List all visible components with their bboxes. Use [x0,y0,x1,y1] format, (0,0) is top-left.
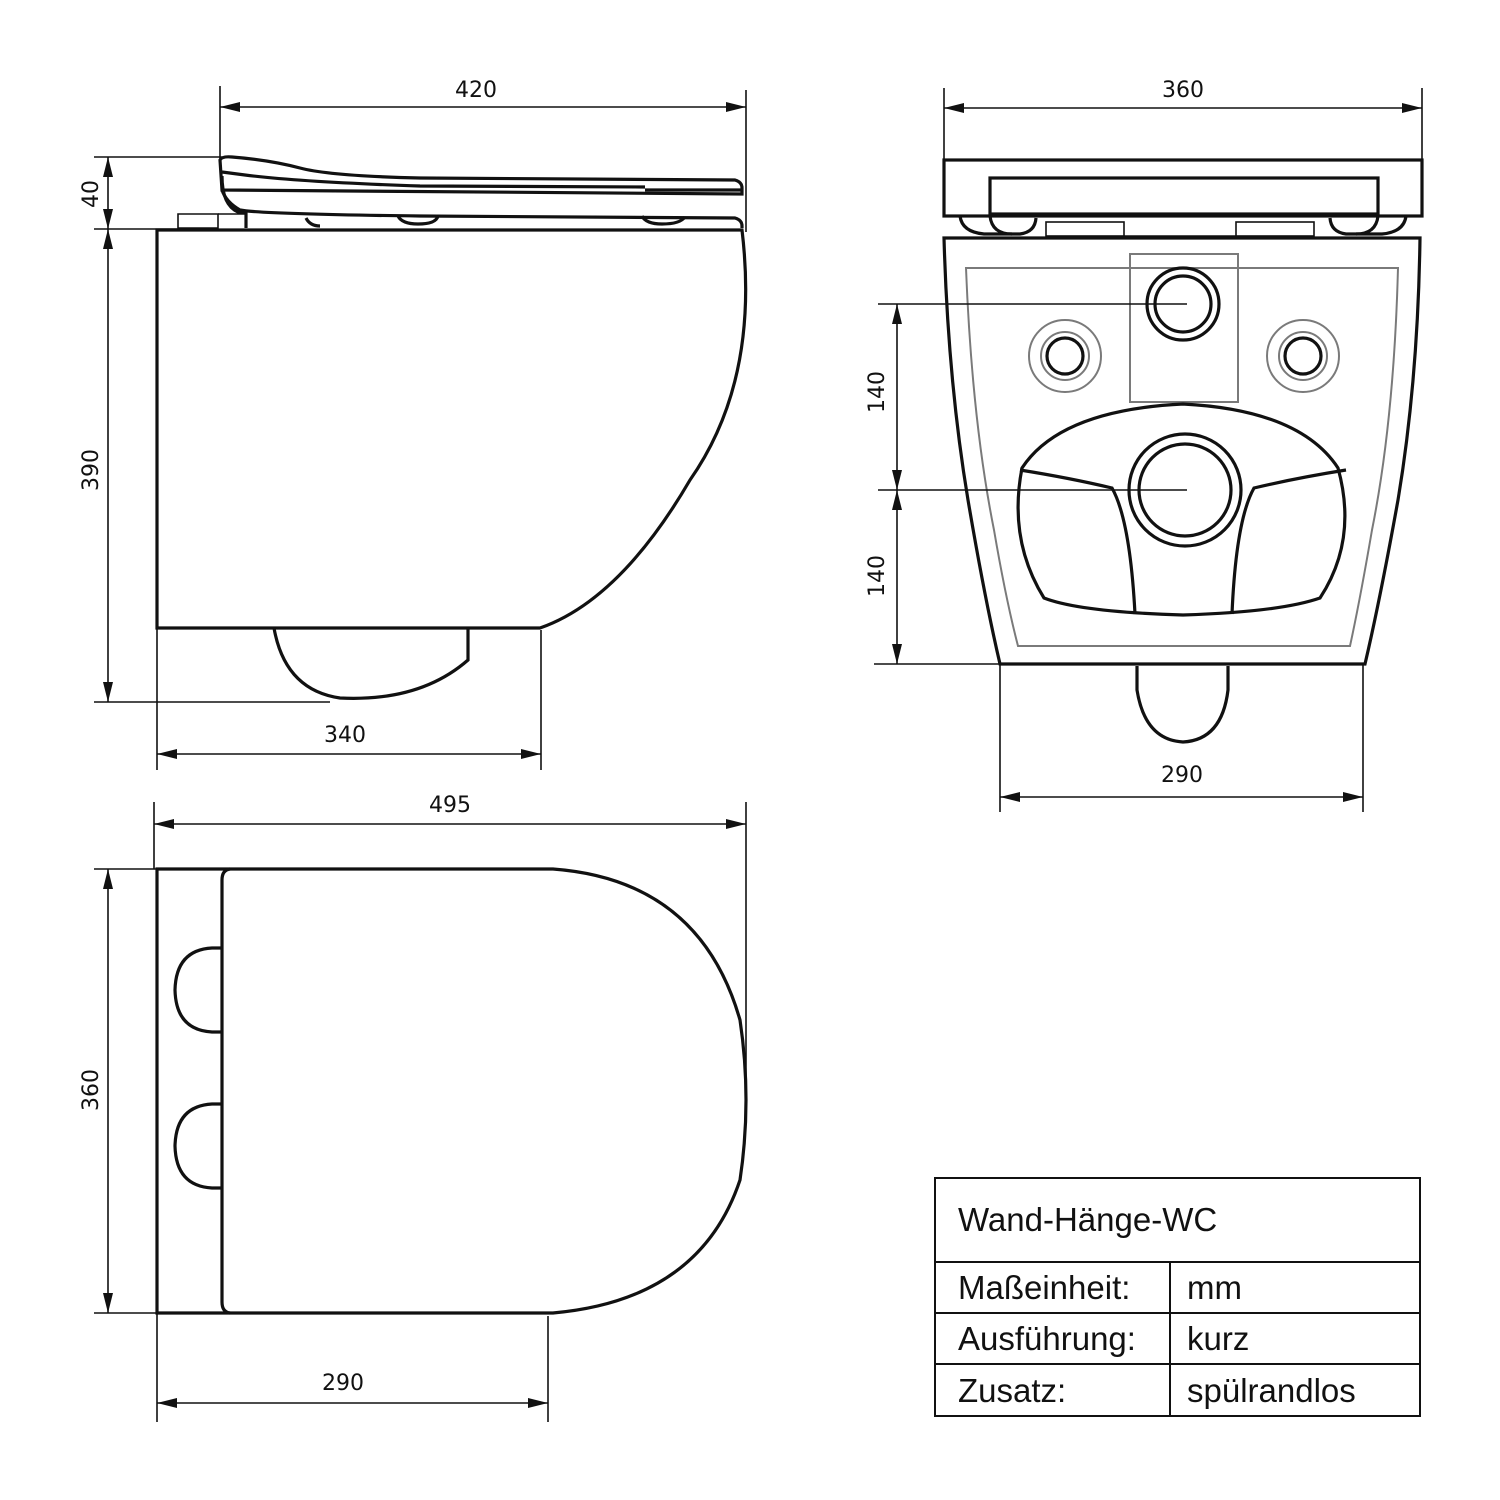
dimension-total-length: 495 [153,793,747,1080]
dimension-label: 495 [429,793,471,818]
rear-view: 360 140 140 290 [865,78,1424,812]
dimension-seat-length: 420 [219,78,747,232]
dimension-label: 420 [455,78,497,103]
dimension-top-width: 360 [79,868,157,1314]
dimension-bowl-height: 390 [79,229,330,703]
title-block-row-extra: Zusatz: spülrandlos [936,1365,1419,1416]
dimension-label: 140 [865,555,890,597]
title-block-row-version: Ausführung: kurz [936,1314,1419,1365]
dimension-label: 40 [79,180,104,208]
title-block-value: kurz [1187,1319,1250,1357]
dimension-straight-length: 290 [156,1313,549,1422]
dimension-seat-height: 40 [79,156,222,230]
seat-lid-shape [177,155,744,229]
title-block-key: Ausführung: [936,1314,1171,1363]
title-block-title: Wand-Hänge-WC [936,1179,1419,1263]
side-view: 420 40 390 340 [79,78,748,770]
dimension-label: 290 [322,1371,364,1396]
dimension-label: 140 [865,371,890,413]
title-block-key: Maßeinheit: [936,1263,1171,1312]
title-block-row-unit: Maßeinheit: mm [936,1263,1419,1314]
dimension-upper-spacing: 140 [865,303,1187,491]
top-view: 495 360 290 [79,793,748,1422]
title-block-value: spülrandlos [1187,1371,1356,1409]
dimension-label: 390 [79,449,104,491]
seat-top-shape [155,867,748,1315]
title-block: Wand-Hänge-WC Maßeinheit: mm Ausführung:… [934,1177,1421,1417]
dimension-label: 290 [1161,763,1203,788]
dimension-label: 360 [1162,78,1204,103]
seat-rear-shape [942,158,1424,237]
title-block-key: Zusatz: [936,1365,1171,1416]
dimension-bowl-bottom-length: 340 [156,628,542,770]
dimension-label: 340 [324,723,366,748]
bowl-rear-shape [942,236,1422,744]
dimension-lower-spacing: 140 [865,490,1000,665]
dimension-label: 360 [79,1069,104,1111]
dimension-overall-width: 360 [943,78,1423,160]
dimension-bottom-width: 290 [999,664,1364,812]
bowl-body-shape [155,228,748,700]
title-block-value: mm [1187,1268,1242,1306]
